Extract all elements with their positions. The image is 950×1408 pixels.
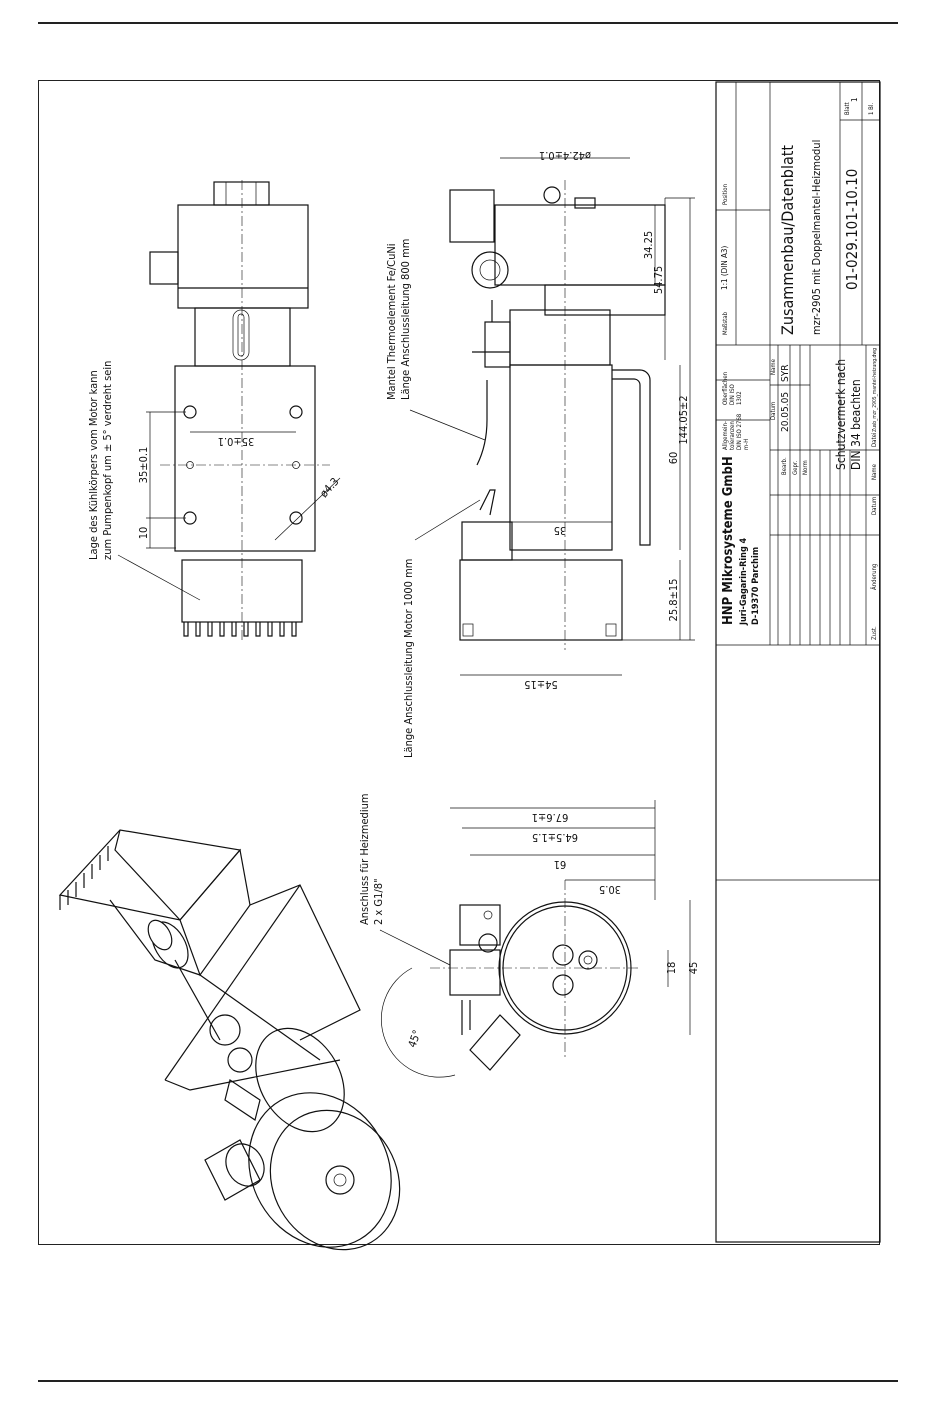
side-view [409, 157, 695, 676]
protection-note-1: Schutzvermerk nach [834, 359, 848, 470]
note-motor-cable: Länge Anschlussleitung Motor 1000 mm [402, 559, 415, 758]
revision-name: Name [871, 463, 878, 480]
tolerance-label-4: m-H [743, 439, 750, 450]
dim-42-diameter: ø42.4±0.1 [539, 149, 591, 162]
drawing-number: 01-029.101-10.10 [843, 169, 861, 290]
dim-144: 144.05±2 [677, 395, 690, 444]
title-block [715, 81, 881, 1243]
dim-angle-45: 45° [406, 1028, 424, 1049]
tolerance-label-3: DIN ISO 2768 [736, 413, 743, 450]
surface-label-2: DIN ISO [729, 384, 736, 405]
dim-18: 18 [665, 962, 678, 975]
note-heating-port-line1: Anschluss für Heizmedium [358, 793, 371, 925]
note-thermocouple-line2: Länge Anschlussleitung 800 mm [399, 239, 412, 400]
file-value: Zusb_mzr_2905_mantel-heizung.dwg [872, 348, 878, 432]
note-thermocouple-line1: Mantel Thermoelement Fe/CuNi [385, 243, 398, 400]
sheet-value: 1 [850, 97, 859, 102]
dim-64-5: 64.5±1.5 [532, 831, 578, 844]
file-label: Datei [871, 433, 878, 447]
note-heatsink-line1: Lage des Kühlkörpers vom Motor kann [87, 370, 100, 560]
bearb-name: SYR [780, 365, 791, 382]
drawing-title: Zusammenbau/Datenblatt [778, 145, 797, 335]
sheet-label: Blatt [844, 102, 851, 115]
row-bearb-label: Bearb. [781, 457, 788, 475]
surface-label-1: Oberflächen [722, 372, 729, 405]
dim-25-8: 25.8±15 [667, 579, 680, 622]
revision-aenderung: Änderung [871, 564, 878, 590]
dim-61: 61 [554, 858, 567, 871]
company-name: HNP Mikrosysteme GmbH [721, 456, 736, 625]
dim-60: 60 [667, 452, 680, 465]
scale-value: 1:1 (DIN A3) [720, 245, 729, 290]
dim-30-5: 30.5 [599, 883, 621, 896]
bearb-date: 20.05.05 [780, 392, 791, 432]
protection-note-2: DIN 34 beachten [849, 379, 863, 470]
company-address-1: Juri-Gagarin-Ring 4 [739, 537, 749, 626]
isometric-view [58, 829, 401, 1251]
dim-35-front-vertical: 35±0.1 [137, 447, 150, 484]
surface-label-3: 1302 [736, 391, 743, 405]
scale-label: Maßstab [722, 311, 729, 335]
note-heatsink-line2: zum Pumpenkopf um ± 5° verdreht sein [101, 361, 114, 560]
dim-54-75: 54.75 [652, 266, 665, 294]
row-norm-label: Norm [802, 460, 809, 475]
end-view [379, 800, 691, 1078]
front-view [117, 180, 341, 640]
tolerance-label-1: Allgemein- [722, 421, 729, 450]
bottom-rule [38, 1380, 898, 1382]
note-heating-port-line2: 2 x G1/8" [372, 878, 385, 925]
date-column-label: Datum [770, 402, 777, 420]
revision-zust: Zust. [871, 626, 878, 640]
dim-35-front: 35±0.1 [218, 435, 255, 448]
dim-34-25: 34.25 [642, 231, 655, 259]
row-gepr-label: Gepr. [792, 460, 799, 475]
name-column-label: Name [770, 358, 777, 375]
dim-35-side: 35 [554, 524, 567, 537]
top-rule [38, 22, 898, 24]
dim-10-front: 10 [137, 527, 150, 540]
dim-45: 45 [687, 962, 700, 975]
revision-datum: Datum [871, 497, 878, 515]
dim-67-6: 67.6±1 [532, 811, 569, 824]
tolerance-label-2: toleranzen [729, 421, 736, 450]
drawing-subtitle: mzr-2905 mit Doppelmantel-Heizmodul [810, 140, 823, 335]
dim-54: 54±15 [524, 678, 557, 691]
company-address-2: D-19370 Parchim [751, 547, 761, 625]
sheets-total: 1 Bl. [868, 103, 875, 115]
position-label: Position [722, 184, 729, 205]
